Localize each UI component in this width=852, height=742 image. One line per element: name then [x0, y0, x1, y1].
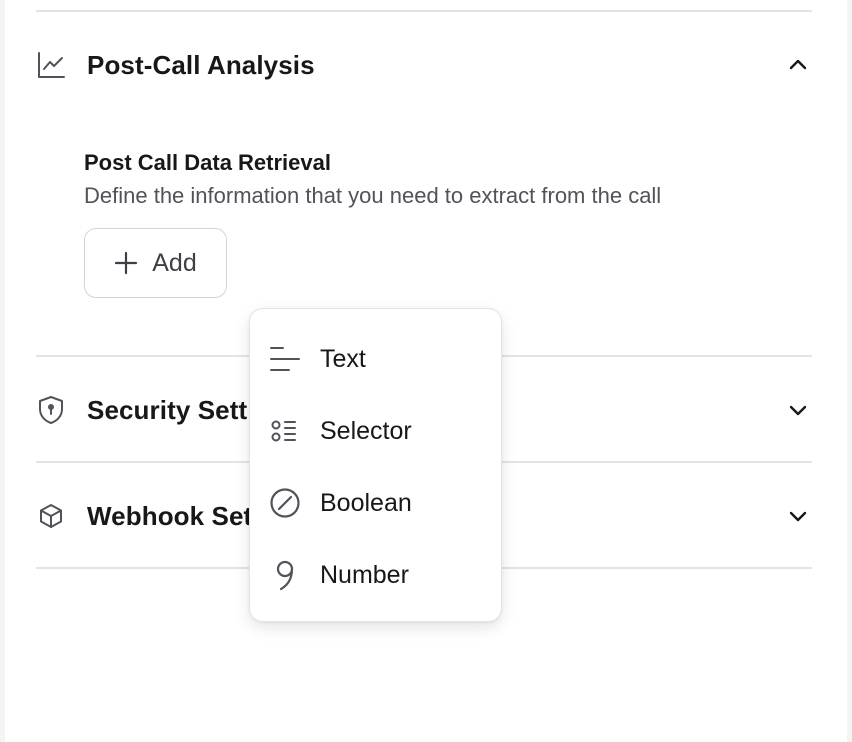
menu-item-label: Selector: [320, 416, 412, 445]
menu-item-selector[interactable]: Selector: [268, 403, 486, 459]
circle-slash-icon: [268, 486, 302, 520]
section-header-post-call-analysis[interactable]: Post-Call Analysis: [36, 37, 812, 93]
text-lines-icon: [268, 342, 302, 376]
menu-item-boolean[interactable]: Boolean: [268, 475, 486, 531]
list-selector-icon: [268, 414, 302, 448]
plus-icon: [114, 251, 138, 275]
menu-item-label: Text: [320, 344, 366, 373]
menu-item-label: Boolean: [320, 488, 412, 517]
chevron-down-icon[interactable]: [784, 396, 812, 424]
cube-icon: [36, 501, 66, 531]
field-type-dropdown-menu: Text Selector Boolean: [249, 308, 502, 622]
add-button-label: Add: [152, 248, 197, 277]
shield-icon: [36, 395, 66, 425]
post-call-data-retrieval-title: Post Call Data Retrieval: [84, 150, 331, 175]
menu-item-label: Number: [320, 560, 409, 589]
nine-icon: [268, 558, 302, 592]
post-call-data-retrieval-description: Define the information that you need to …: [84, 183, 662, 208]
line-chart-icon: [36, 50, 66, 80]
chevron-up-icon[interactable]: [784, 51, 812, 79]
settings-panel: Post-Call Analysis Post Call Data Retrie…: [5, 0, 847, 742]
section-title: Post-Call Analysis: [87, 49, 315, 80]
menu-item-number[interactable]: Number: [268, 547, 486, 603]
add-button[interactable]: Add: [84, 228, 227, 298]
menu-item-text[interactable]: Text: [268, 331, 486, 387]
chevron-down-icon[interactable]: [784, 502, 812, 530]
divider-top: [36, 10, 812, 12]
